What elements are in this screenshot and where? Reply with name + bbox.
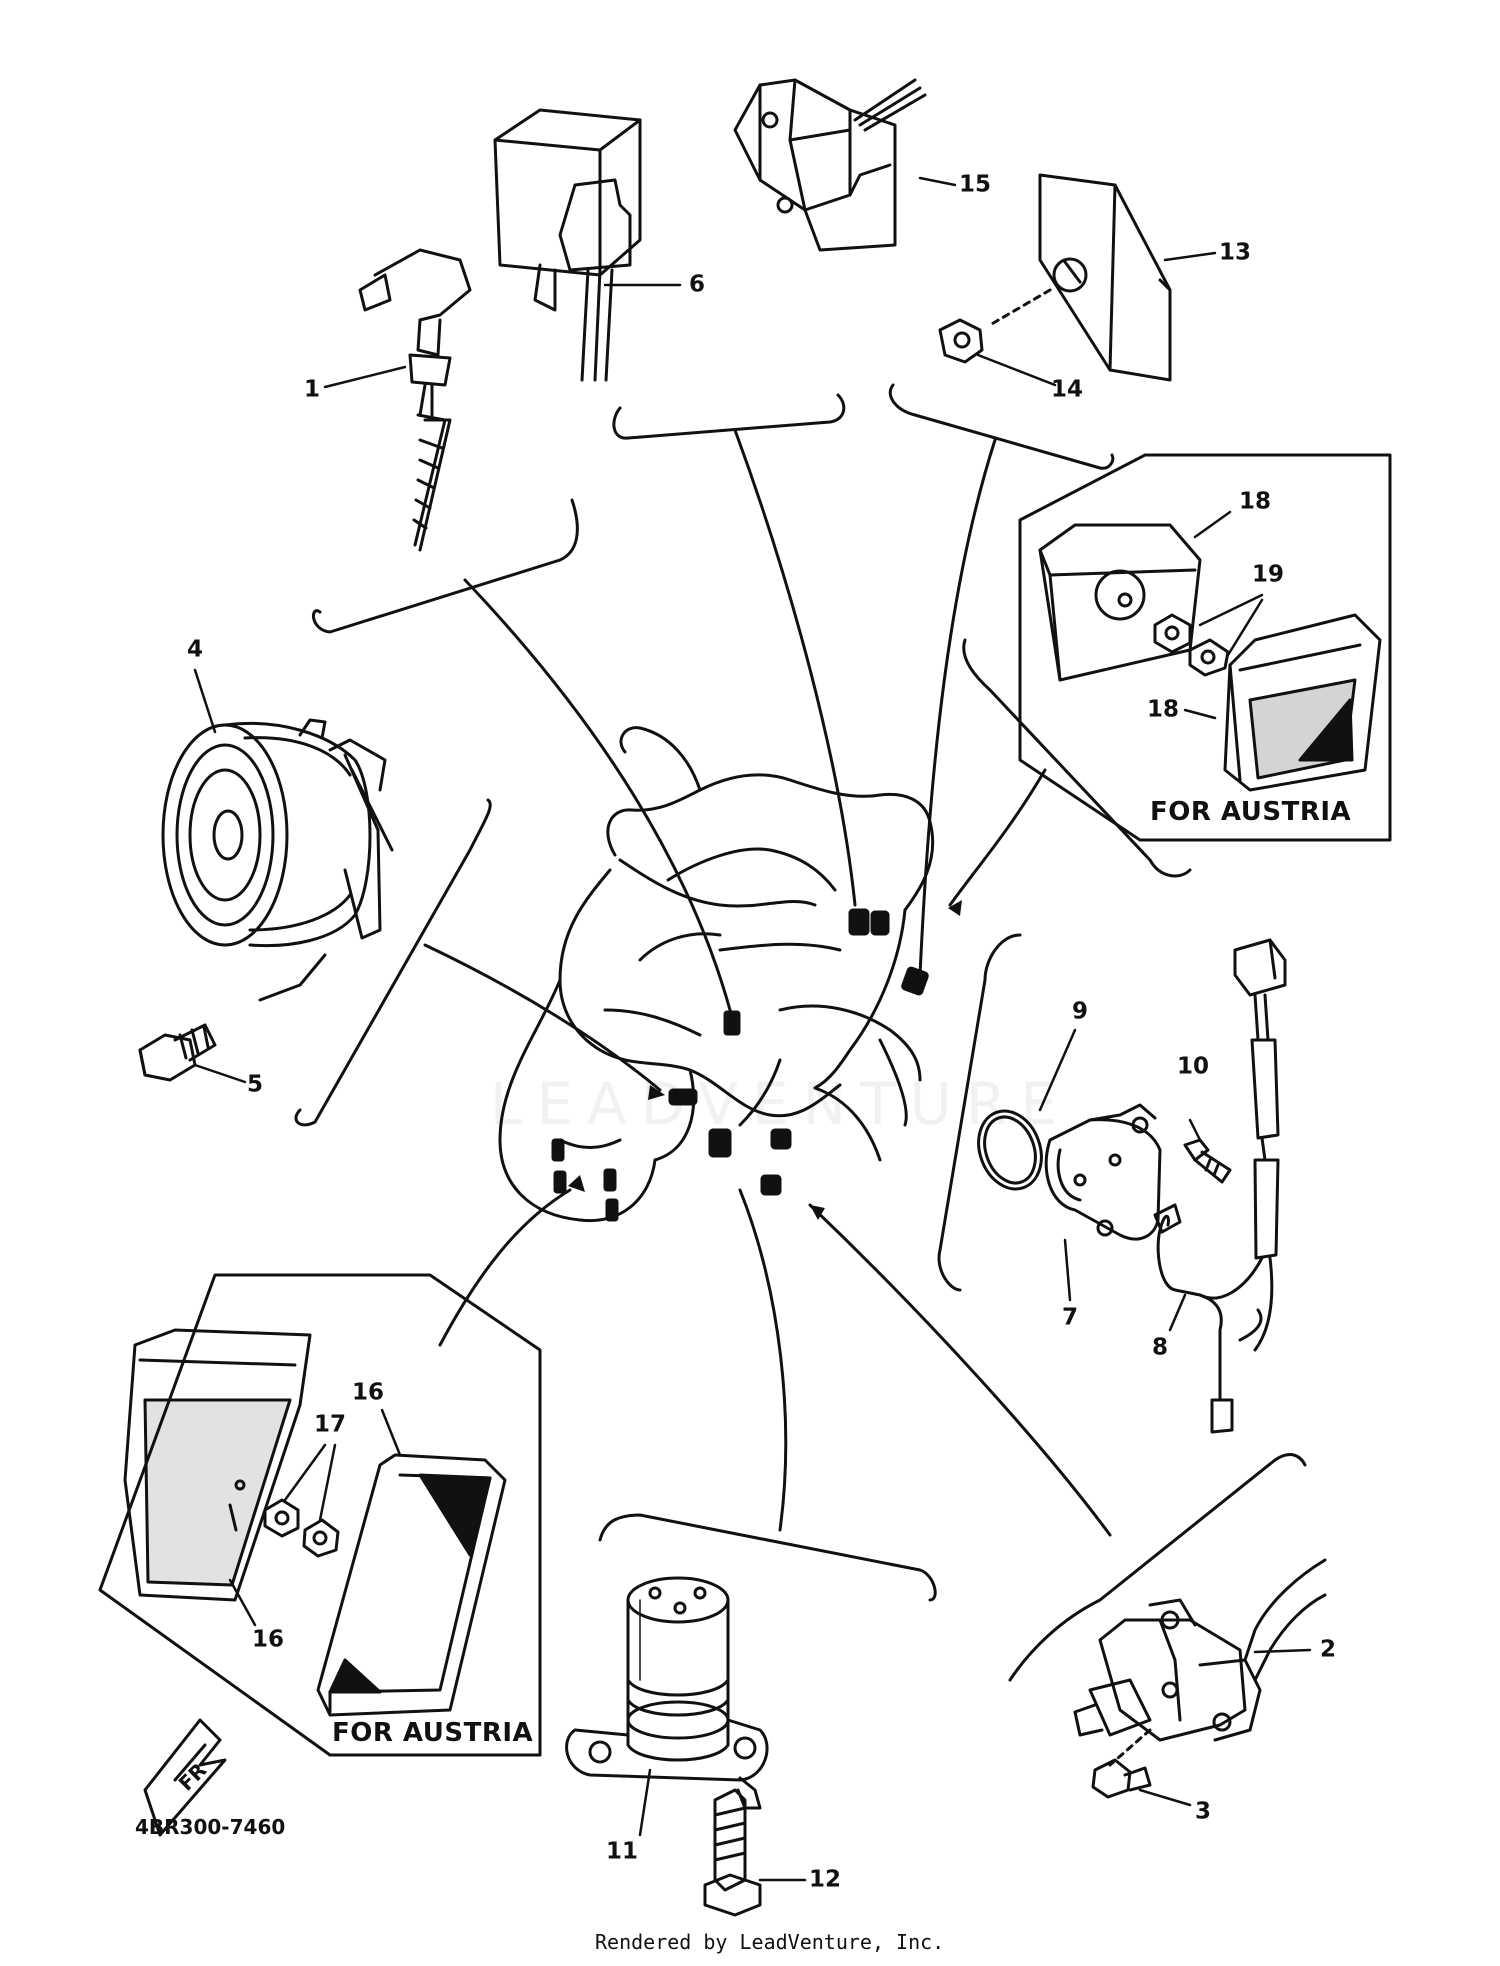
part-1-sensor xyxy=(358,248,472,552)
part-3-screw xyxy=(1091,1758,1152,1799)
part-5-bolt xyxy=(138,1023,217,1082)
motorcycle-frame xyxy=(498,726,935,1223)
part-12-bolt xyxy=(703,1788,762,1917)
callout-5: 5 xyxy=(246,1071,264,1098)
leader-arrowheads xyxy=(568,900,962,1220)
footer-credit: Rendered by LeadVenture, Inc. xyxy=(595,1930,945,1954)
callout-19: 19 xyxy=(1251,561,1285,588)
callout-7: 7 xyxy=(1061,1304,1079,1331)
part-17-nuts xyxy=(263,1498,340,1558)
group-brackets xyxy=(294,383,1307,1682)
callout-1: 1 xyxy=(303,376,321,403)
part-14-nut xyxy=(938,318,984,364)
callout-10: 10 xyxy=(1176,1053,1210,1080)
part-16-plate-left xyxy=(123,1328,312,1602)
callout-13: 13 xyxy=(1218,239,1252,266)
callout-11: 11 xyxy=(605,1838,639,1865)
part-11-solenoid xyxy=(565,1576,769,1810)
callout-18-lower: 18 xyxy=(1146,696,1180,723)
diagram-code: 4BR300-7460 xyxy=(135,1815,286,1839)
part-18-plate-lower xyxy=(1223,613,1382,792)
part-7-switch xyxy=(1044,1103,1162,1241)
callout-8: 8 xyxy=(1151,1334,1169,1361)
part-6-relay xyxy=(493,108,642,382)
callout-leaders xyxy=(193,176,1312,1882)
callout-9: 9 xyxy=(1071,998,1089,1025)
austria-box-right xyxy=(1018,453,1392,842)
callout-16-lower: 16 xyxy=(251,1626,285,1653)
part-9-oring xyxy=(977,1109,1043,1191)
part-19-nuts xyxy=(1153,613,1230,677)
part-13-reflector xyxy=(988,173,1172,382)
part-2-pressure-switch xyxy=(1073,1558,1327,1767)
variant-label-left: FOR AUSTRIA xyxy=(332,1718,534,1748)
frame-mount-points xyxy=(551,908,929,1222)
part-4-horn xyxy=(161,718,394,1002)
callout-12: 12 xyxy=(808,1866,842,1893)
callout-16-upper: 16 xyxy=(351,1379,385,1406)
watermark: LEADVENTURE xyxy=(490,1070,1071,1138)
leader-lines xyxy=(423,428,1112,1537)
callout-18-upper: 18 xyxy=(1238,488,1272,515)
callout-6: 6 xyxy=(688,271,706,298)
callout-4: 4 xyxy=(186,636,204,663)
part-18-plate-upper xyxy=(1038,523,1202,682)
part-16-plate-right xyxy=(316,1453,507,1717)
part-10-screw xyxy=(1183,1138,1232,1184)
austria-box-left xyxy=(98,1273,542,1757)
callout-3: 3 xyxy=(1194,1798,1212,1825)
part-15-bracket xyxy=(733,78,927,252)
callout-15: 15 xyxy=(958,171,992,198)
callout-2: 2 xyxy=(1319,1636,1337,1663)
variant-label-right: FOR AUSTRIA xyxy=(1150,797,1352,827)
part-8-harness xyxy=(1153,938,1287,1434)
callout-14: 14 xyxy=(1050,376,1084,403)
callout-17: 17 xyxy=(313,1411,347,1438)
